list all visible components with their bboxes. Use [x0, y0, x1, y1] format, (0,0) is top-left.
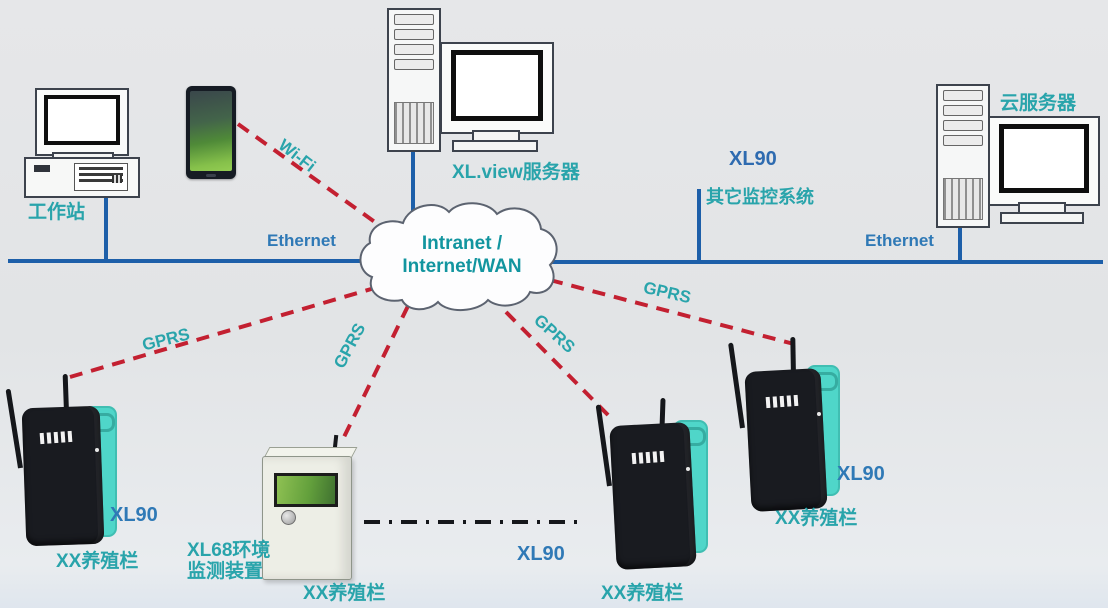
lcd-display [274, 473, 338, 507]
device-body [744, 368, 828, 512]
case-vent [34, 165, 50, 172]
round-button [281, 510, 296, 525]
gprs-link-unit1 [69, 285, 379, 379]
unit1-model-label: XL90 [110, 504, 158, 526]
xlview-server-label: XL.view服务器 [452, 162, 580, 183]
workstation-case-icon [24, 157, 140, 198]
unit1-farm-label: XX养殖栏 [56, 551, 139, 572]
device-body [609, 422, 697, 570]
ellipsis-model-label: XL90 [517, 543, 565, 565]
other-systems-label: 其它监控系统 [706, 187, 814, 207]
monitor-base [1000, 212, 1084, 224]
drive-bay [394, 44, 434, 55]
cloud-server-label: 云服务器 [1000, 93, 1077, 114]
unit4-farm-label: XX养殖栏 [775, 508, 858, 529]
drive-bay [943, 135, 983, 146]
unit4-model-label: XL90 [837, 463, 885, 485]
device-body [21, 405, 105, 547]
status-pip [686, 467, 690, 471]
tower-vents [394, 102, 434, 144]
xl68-name-label: XL68环境 监测装置 [187, 540, 270, 582]
workstation-label: 工作站 [28, 202, 86, 223]
drive-bay [394, 14, 434, 25]
cloud-server-tower-icon [936, 84, 990, 228]
led-indicators [39, 430, 73, 445]
smartphone-icon [186, 86, 236, 179]
smartphone-home-button [206, 174, 216, 177]
cloud-label: Intranet / Internet/WAN [376, 232, 548, 278]
ethernet-left-label: Ethernet [267, 231, 336, 250]
drive-bay [943, 90, 983, 101]
xlview-server-monitor-icon [440, 42, 554, 134]
wifi-link [236, 122, 388, 232]
monitor-base [452, 140, 538, 152]
gprs-link-xl68 [342, 305, 410, 438]
xl68-name-line2: 监测装置 [187, 561, 264, 582]
workstation-screen [44, 95, 120, 145]
drive-bay [394, 59, 434, 70]
internet-cloud-shape [359, 202, 558, 311]
tower-vents [943, 178, 983, 220]
led-indicators [631, 450, 665, 465]
xl68-name-line1: XL68环境 [187, 540, 271, 561]
ethernet-right-label: Ethernet [865, 231, 934, 250]
unit3-farm-label: XX养殖栏 [601, 583, 684, 604]
xl68-farm-label: XX养殖栏 [303, 583, 386, 604]
xlview-server-screen [451, 50, 543, 121]
cloud-label-line1: Intranet / [421, 233, 503, 254]
xlview-server-tower-icon [387, 8, 441, 152]
xl90-top-label: XL90 [729, 148, 777, 170]
case-grille [112, 175, 122, 183]
gprs-link-unit4 [549, 278, 795, 346]
status-pip [95, 448, 99, 452]
led-indicators [765, 394, 799, 409]
cloud-label-line2: Internet/WAN [402, 256, 522, 277]
drive-bay [943, 120, 983, 131]
smartphone-screen [190, 91, 232, 171]
workstation-monitor-icon [35, 88, 129, 156]
drive-bay [943, 105, 983, 116]
cloud-server-screen [999, 124, 1089, 193]
gprs-link-unit3 [504, 310, 612, 419]
cloud-server-monitor-icon [988, 116, 1100, 206]
drive-bay [394, 29, 434, 40]
status-pip [817, 412, 821, 416]
